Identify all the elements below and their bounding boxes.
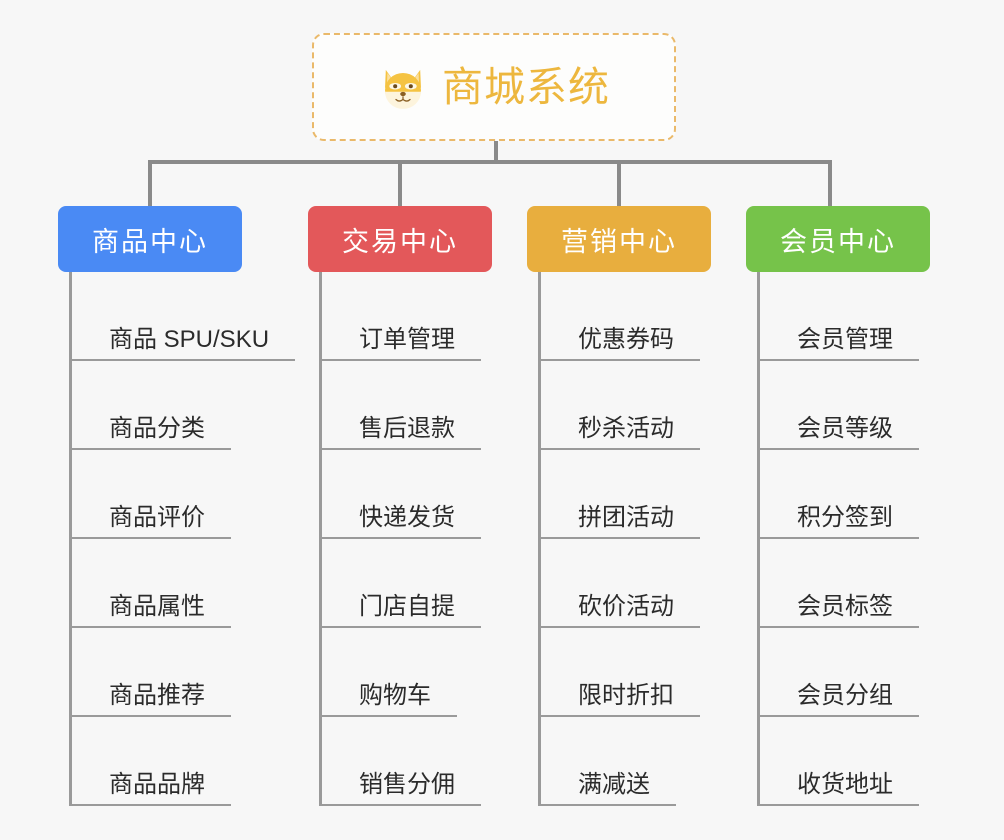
leaf-label: 商品 SPU/SKU: [109, 326, 270, 353]
leaf-label: 购物车: [359, 682, 431, 709]
list-item[interactable]: 收货地址: [760, 717, 971, 806]
leaf-list-product-center: 商品 SPU/SKU 商品分类 商品评价 商品属性 商品推荐 商品品牌: [69, 272, 296, 806]
leaf-label: 会员分组: [797, 682, 893, 709]
connector-branch-2: [398, 160, 402, 206]
column-member-center: 会员中心 会员管理 会员等级 积分签到 会员标签 会员分组 收货地址: [746, 206, 986, 806]
root-node[interactable]: 商城系统: [312, 33, 676, 141]
leaf-label: 销售分佣: [359, 771, 455, 798]
category-title: 商品中心: [92, 226, 208, 257]
leaf-list-member-center: 会员管理 会员等级 积分签到 会员标签 会员分组 收货地址: [757, 272, 971, 806]
list-item[interactable]: 快递发货: [322, 450, 533, 539]
leaf-label: 收货地址: [797, 771, 893, 798]
list-item[interactable]: 商品评价: [72, 450, 283, 539]
list-item[interactable]: 优惠券码: [541, 272, 752, 361]
list-item[interactable]: 商品 SPU/SKU: [72, 272, 296, 361]
leaf-label: 门店自提: [359, 593, 455, 620]
list-item[interactable]: 砍价活动: [541, 539, 752, 628]
column-product-center: 商品中心 商品 SPU/SKU 商品分类 商品评价 商品属性 商品推荐 商品品牌: [58, 206, 298, 806]
category-header-product-center[interactable]: 商品中心: [58, 206, 242, 272]
leaf-label: 会员等级: [797, 415, 893, 442]
list-item[interactable]: 商品品牌: [72, 717, 283, 806]
category-title: 会员中心: [780, 226, 896, 257]
leaf-label: 砍价活动: [578, 593, 674, 620]
list-item[interactable]: 拼团活动: [541, 450, 752, 539]
leaf-label: 商品品牌: [109, 771, 205, 798]
connector-branch-1: [148, 160, 152, 206]
category-header-member-center[interactable]: 会员中心: [746, 206, 930, 272]
leaf-label: 秒杀活动: [578, 415, 674, 442]
leaf-label: 会员管理: [797, 326, 893, 353]
leaf-list-marketing-center: 优惠券码 秒杀活动 拼团活动 砍价活动 限时折扣 满减送: [538, 272, 752, 806]
list-item[interactable]: 会员管理: [760, 272, 971, 361]
list-item[interactable]: 售后退款: [322, 361, 533, 450]
column-trade-center: 交易中心 订单管理 售后退款 快递发货 门店自提 购物车 销售分佣: [308, 206, 548, 806]
leaf-label: 拼团活动: [578, 504, 674, 531]
connector-branch-4: [828, 160, 832, 206]
leaf-label: 限时折扣: [578, 682, 674, 709]
list-item[interactable]: 会员分组: [760, 628, 971, 717]
connector-root-stem: [494, 141, 498, 163]
connector-branch-3: [617, 160, 621, 206]
leaf-label: 商品属性: [109, 593, 205, 620]
leaf-label: 商品分类: [109, 415, 205, 442]
list-item[interactable]: 商品分类: [72, 361, 283, 450]
leaf-label: 积分签到: [797, 504, 893, 531]
list-item[interactable]: 会员标签: [760, 539, 971, 628]
category-title: 营销中心: [561, 226, 677, 257]
leaf-label: 售后退款: [359, 415, 455, 442]
list-item[interactable]: 商品属性: [72, 539, 283, 628]
leaf-label: 商品评价: [109, 504, 205, 531]
list-item[interactable]: 购物车: [322, 628, 533, 717]
list-item[interactable]: 满减送: [541, 717, 752, 806]
list-item[interactable]: 积分签到: [760, 450, 971, 539]
leaf-label: 优惠券码: [578, 326, 674, 353]
leaf-label: 订单管理: [359, 326, 455, 353]
category-header-trade-center[interactable]: 交易中心: [308, 206, 492, 272]
list-item[interactable]: 门店自提: [322, 539, 533, 628]
list-item[interactable]: 订单管理: [322, 272, 533, 361]
category-title: 交易中心: [342, 226, 458, 257]
dog-face-icon: [385, 69, 421, 109]
list-item[interactable]: 秒杀活动: [541, 361, 752, 450]
list-item[interactable]: 会员等级: [760, 361, 971, 450]
list-item[interactable]: 销售分佣: [322, 717, 533, 806]
category-header-marketing-center[interactable]: 营销中心: [527, 206, 711, 272]
column-marketing-center: 营销中心 优惠券码 秒杀活动 拼团活动 砍价活动 限时折扣 满减送: [527, 206, 767, 806]
list-item[interactable]: 限时折扣: [541, 628, 752, 717]
leaf-label: 满减送: [578, 771, 650, 798]
list-item[interactable]: 商品推荐: [72, 628, 283, 717]
leaf-list-trade-center: 订单管理 售后退款 快递发货 门店自提 购物车 销售分佣: [319, 272, 533, 806]
root-title: 商城系统: [442, 63, 610, 110]
leaf-label: 会员标签: [797, 593, 893, 620]
leaf-label: 快递发货: [359, 504, 455, 531]
leaf-label: 商品推荐: [109, 682, 205, 709]
connector-horizontal-bus: [148, 160, 832, 164]
